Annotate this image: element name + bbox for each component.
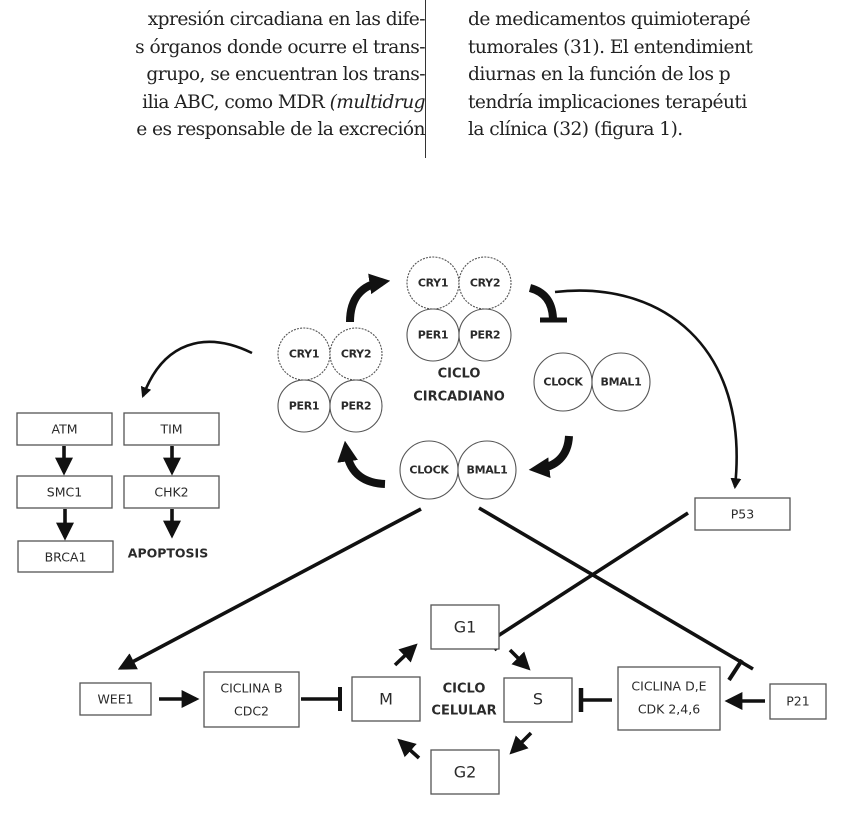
bmal1-circle xyxy=(457,440,517,500)
complex-cry-per-top: CRY1 CRY2 PER1 PER2 xyxy=(406,256,512,362)
g1-label: G1 xyxy=(454,618,477,637)
bmal1-circle xyxy=(591,352,651,412)
text-line: tumorales (31). El entendimient xyxy=(468,36,753,58)
text-line: xpresión circadiana en las dife- xyxy=(147,9,426,30)
p21-label: P21 xyxy=(786,694,809,709)
wee1-label: WEE1 xyxy=(97,692,133,707)
article-left-column: xpresión circadiana en las dife- s órgan… xyxy=(135,6,425,144)
arrow-left-to-top xyxy=(346,273,391,323)
cyclin-b-label-line1: CICLINA B xyxy=(220,681,282,696)
cyclin-d-label-line2: CDK 2,4,6 xyxy=(638,702,700,717)
m-box xyxy=(351,676,421,722)
chk2-label: CHK2 xyxy=(154,485,188,500)
bmal1-label: BMAL1 xyxy=(466,464,507,477)
atm-box xyxy=(16,412,113,446)
clock-label: CLOCK xyxy=(543,376,583,389)
arrow-s-to-g2 xyxy=(509,731,533,755)
dna-damage-pathway: ATM SMC1 BRCA1 TIM CHK2 APOPTOSIS xyxy=(16,412,220,573)
cell-cycle-label-line1: CICLO xyxy=(443,682,486,697)
per1-label: PER1 xyxy=(289,400,320,413)
arrow-clock-right-to-bottom xyxy=(528,435,573,479)
per2-circle xyxy=(329,379,383,433)
per1-label: PER1 xyxy=(418,329,449,342)
arrow-g2-to-m xyxy=(397,738,421,760)
s-box xyxy=(503,677,573,723)
text-line: ilia ABC, como MDR (multidrug xyxy=(135,89,425,117)
g2-box xyxy=(430,749,500,795)
complex-clock-bmal1-bottom: CLOCK BMAL1 xyxy=(399,440,517,500)
cry1-label: CRY1 xyxy=(418,277,448,290)
g1-box xyxy=(430,604,500,650)
text-line: diurnas en la función de los p xyxy=(468,64,731,85)
inhibit-top-to-clock xyxy=(528,284,557,319)
per2-circle xyxy=(458,308,512,362)
arrow-clock-to-wee1 xyxy=(117,507,422,670)
apoptosis-label: APOPTOSIS xyxy=(128,546,208,561)
clock-label: CLOCK xyxy=(409,464,449,477)
cry1-label: CRY1 xyxy=(289,348,319,361)
arrow-g1-to-s xyxy=(508,648,531,671)
p53-label: P53 xyxy=(731,507,754,522)
atm-label: ATM xyxy=(51,422,77,437)
complex-clock-bmal1-right: CLOCK BMAL1 xyxy=(533,352,651,412)
tim-label: TIM xyxy=(159,422,182,437)
cry2-label: CRY2 xyxy=(470,277,500,290)
per2-label: PER2 xyxy=(341,400,372,413)
text-line: e es responsable de la excreción xyxy=(136,119,425,140)
column-divider xyxy=(425,0,427,158)
p21-box xyxy=(769,683,827,720)
text-line: tendría implicaciones terapéuti xyxy=(468,91,747,113)
text-line: de medicamentos quimioterapé xyxy=(468,9,751,30)
text-line: s órganos donde ocurre el trans- xyxy=(135,36,425,58)
smc1-label: SMC1 xyxy=(47,485,82,500)
inhibit-clock-to-p21 xyxy=(478,506,754,671)
arrow-m-to-g1 xyxy=(393,643,418,667)
text-fragment: ilia ABC, como MDR xyxy=(142,91,330,113)
text-line: la clínica (32) (figura 1). xyxy=(468,119,683,140)
complex-cry-per-left: CRY1 CRY2 PER1 PER2 xyxy=(277,327,383,433)
text-line: grupo, se encuentran los trans- xyxy=(146,64,425,85)
arrow-circadian-to-p53 xyxy=(554,289,742,490)
cell-cycle: G1 M S G2 CICLO CELULAR xyxy=(351,604,573,795)
smc1-box xyxy=(16,475,113,509)
article-right-column: de medicamentos quimioterapé tumorales (… xyxy=(468,6,753,144)
brca1-label: BRCA1 xyxy=(45,550,87,565)
per2-label: PER2 xyxy=(470,329,501,342)
cyclin-d-box xyxy=(617,666,721,731)
bmal1-label: BMAL1 xyxy=(600,376,641,389)
circadian-label-line1: CICLO xyxy=(438,367,481,382)
m-label: M xyxy=(379,690,393,709)
cell-cycle-label-line2: CELULAR xyxy=(431,704,496,719)
p53-box xyxy=(694,497,791,531)
brca1-box xyxy=(17,540,114,573)
g2-label: G2 xyxy=(454,763,477,782)
cyclin-b-box xyxy=(203,671,300,728)
arrow-circadian-to-dna-damage xyxy=(140,340,253,399)
circadian-cycle-label: CICLO CIRCADIANO xyxy=(413,367,505,405)
cyclin-d-label-line1: CICLINA D,E xyxy=(631,679,706,694)
arrow-bottom-to-left xyxy=(337,440,386,488)
inhibit-bar xyxy=(727,658,744,682)
italic-term: (multidrug xyxy=(329,91,426,113)
inhibit-p53-to-g1s xyxy=(489,511,689,643)
cyclin-b-label-line2: CDC2 xyxy=(234,704,269,719)
s-label: S xyxy=(533,690,543,709)
cry2-circle xyxy=(458,256,512,310)
circadian-label-line2: CIRCADIANO xyxy=(413,390,505,405)
cry2-circle xyxy=(329,327,383,381)
cry2-label: CRY2 xyxy=(341,348,371,361)
tim-box xyxy=(123,412,220,446)
wee1-box xyxy=(79,682,152,716)
chk2-box xyxy=(123,475,220,509)
